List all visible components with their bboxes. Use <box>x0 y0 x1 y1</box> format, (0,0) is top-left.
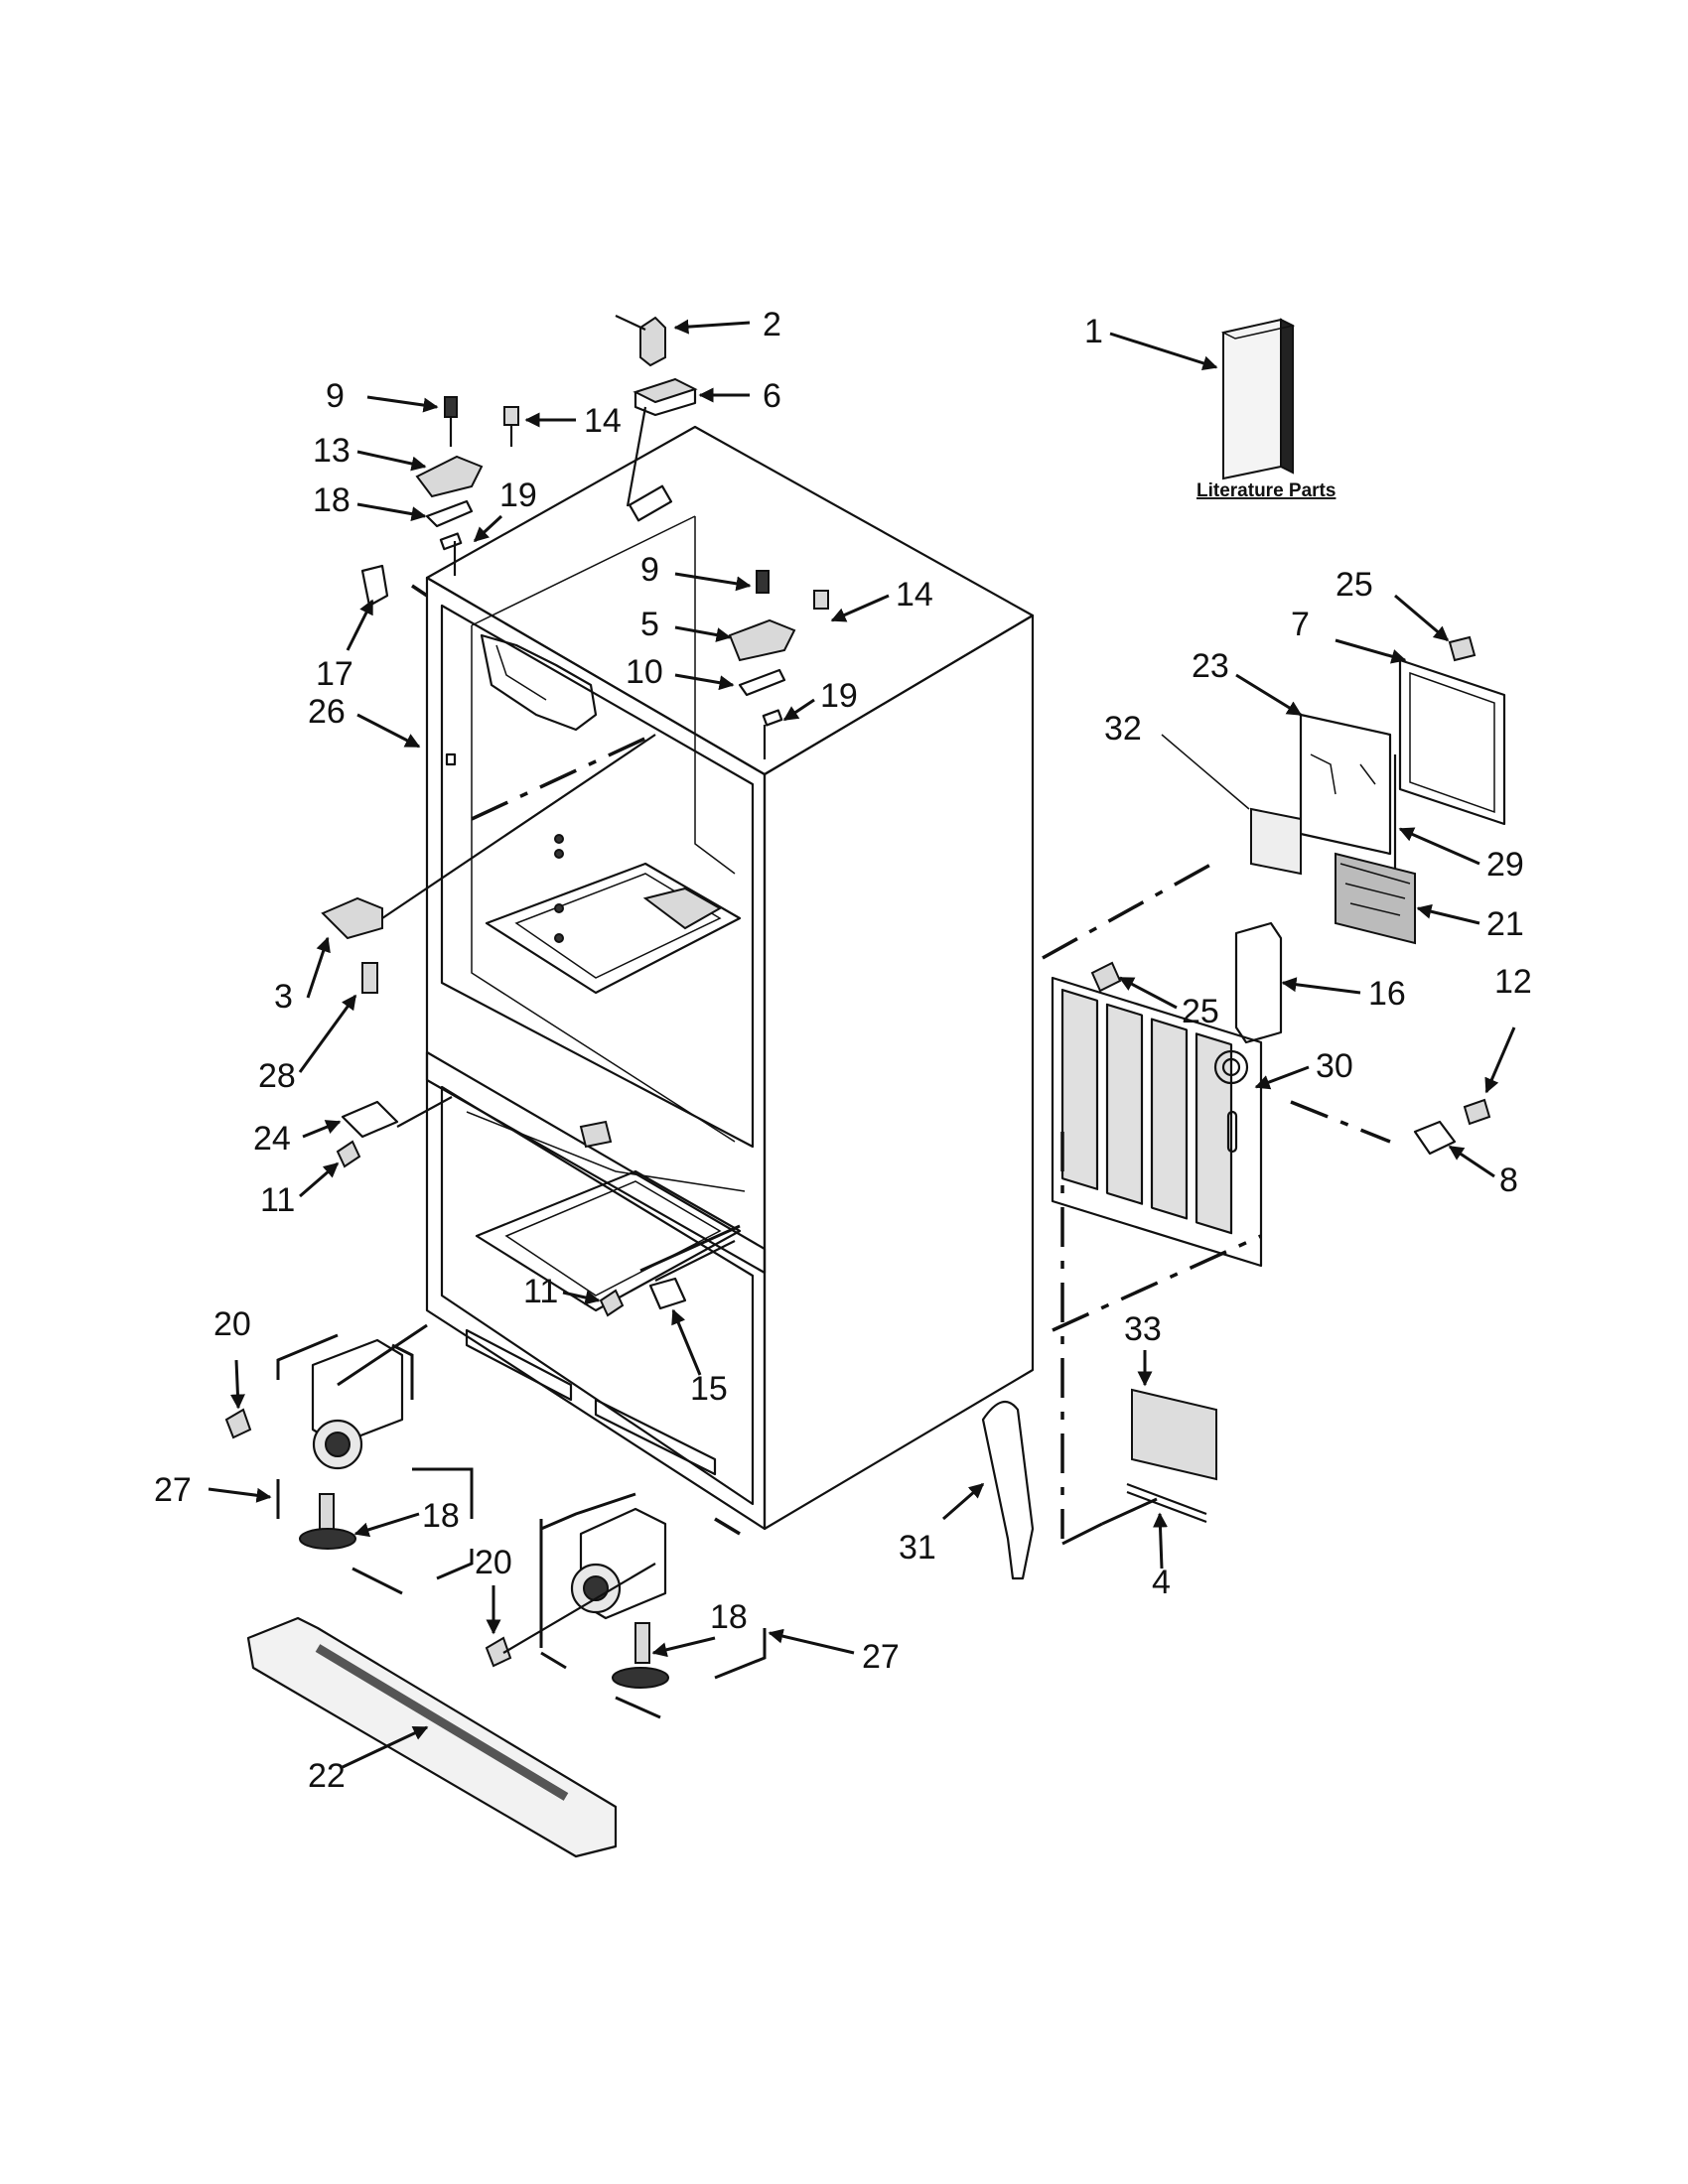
callout-19: 19 <box>820 677 858 715</box>
callout-23: 23 <box>1192 647 1229 685</box>
callout-29: 29 <box>1486 846 1524 884</box>
roller-brackets <box>276 1333 767 1719</box>
leader-arrows <box>208 319 1516 1769</box>
callout-13: 13 <box>313 432 351 470</box>
callout-19: 19 <box>499 477 537 514</box>
refrigerator-cabinet <box>425 425 1035 1531</box>
grille-vents <box>1060 988 1233 1235</box>
callout-27: 27 <box>154 1471 192 1509</box>
callout-16: 16 <box>1368 975 1406 1013</box>
callout-25: 25 <box>1182 993 1219 1030</box>
callout-8: 8 <box>1499 1161 1518 1199</box>
callout-7: 7 <box>1291 606 1310 643</box>
top-parts <box>321 315 829 1317</box>
callout-9: 9 <box>640 551 659 589</box>
callout-labels: 1 2 6 9 14 13 18 19 17 26 9 14 5 10 19 2… <box>154 306 1532 1795</box>
callout-24: 24 <box>253 1120 291 1158</box>
callout-27: 27 <box>862 1638 900 1676</box>
callout-32: 32 <box>1104 710 1142 748</box>
callout-14: 14 <box>896 576 933 614</box>
callout-9: 9 <box>326 377 345 415</box>
callout-22: 22 <box>308 1757 346 1795</box>
callout-33: 33 <box>1124 1310 1162 1348</box>
callout-1: 1 <box>1084 313 1103 350</box>
callout-18: 18 <box>313 481 351 519</box>
callout-4: 4 <box>1152 1564 1171 1601</box>
callout-11: 11 <box>260 1181 295 1219</box>
callout-25: 25 <box>1336 566 1373 604</box>
toe-grille <box>246 1616 618 1858</box>
callout-28: 28 <box>258 1057 296 1095</box>
callout-12: 12 <box>1494 963 1532 1001</box>
callout-18: 18 <box>710 1598 748 1636</box>
callout-6: 6 <box>763 377 781 415</box>
callout-17: 17 <box>316 655 353 693</box>
callout-18: 18 <box>422 1497 460 1535</box>
roller-assembly-right <box>485 1507 669 1689</box>
literature-parts-label: Literature Parts <box>1196 480 1336 501</box>
callout-20: 20 <box>213 1305 251 1343</box>
callout-31: 31 <box>899 1529 936 1567</box>
callout-14: 14 <box>584 402 622 440</box>
callout-20: 20 <box>475 1544 512 1581</box>
callout-15: 15 <box>690 1370 728 1408</box>
callout-2: 2 <box>763 306 781 343</box>
control-electronics <box>981 635 1506 1580</box>
callout-3: 3 <box>274 978 293 1016</box>
callout-21: 21 <box>1486 905 1524 943</box>
callout-11: 11 <box>523 1273 558 1310</box>
callout-26: 26 <box>308 693 346 731</box>
assembly-lines <box>337 584 1391 1546</box>
callout-30: 30 <box>1316 1047 1353 1085</box>
roller-assembly-left <box>224 1338 404 1550</box>
callout-5: 5 <box>640 606 659 643</box>
callout-10: 10 <box>626 653 663 691</box>
literature-parts-book: Literature Parts <box>1196 318 1336 501</box>
